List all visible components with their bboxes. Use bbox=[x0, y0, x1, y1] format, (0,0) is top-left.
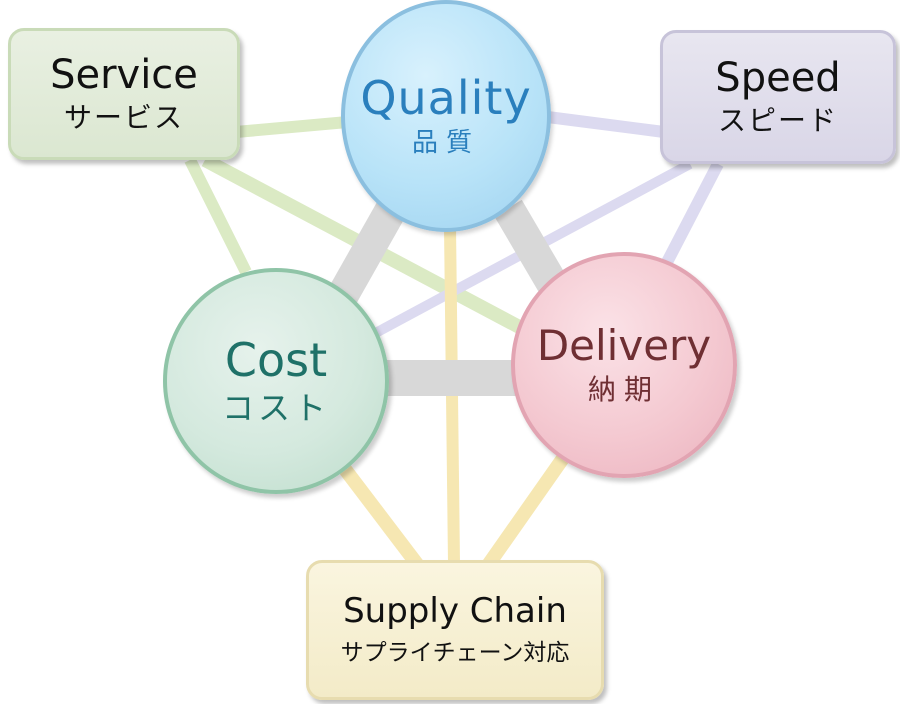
supply-chain-box: Supply Chain サプライチェーン対応 bbox=[306, 560, 604, 700]
delivery-label: Delivery bbox=[536, 321, 712, 371]
speed-label-jp: スピード bbox=[717, 104, 838, 138]
quality-label-jp: 品質 bbox=[411, 127, 480, 158]
link-speed-quality bbox=[539, 110, 665, 138]
link-supply-delivery bbox=[480, 449, 572, 573]
delivery-label-jp: 納期 bbox=[587, 373, 660, 407]
quality-circle: Quality 品質 bbox=[341, 0, 551, 232]
supply-chain-label-jp: サプライチェーン対応 bbox=[340, 639, 570, 666]
quality-label: Quality bbox=[360, 71, 532, 126]
service-box: Service サービス bbox=[8, 28, 240, 160]
speed-label: Speed bbox=[715, 55, 841, 102]
speed-box: Speed スピード bbox=[660, 30, 896, 164]
cost-label-jp: コスト bbox=[221, 389, 330, 428]
service-label: Service bbox=[50, 52, 198, 99]
service-label-jp: サービス bbox=[63, 101, 184, 135]
supply-chain-label: Supply Chain bbox=[343, 590, 567, 631]
link-service-cost bbox=[184, 157, 252, 275]
link-speed-delivery bbox=[658, 161, 724, 271]
link-supply-cost bbox=[332, 455, 426, 573]
link-quality-cost bbox=[326, 200, 406, 308]
cost-circle: Cost コスト bbox=[163, 268, 389, 494]
delivery-circle: Delivery 納期 bbox=[511, 252, 737, 478]
cost-label: Cost bbox=[224, 332, 328, 387]
